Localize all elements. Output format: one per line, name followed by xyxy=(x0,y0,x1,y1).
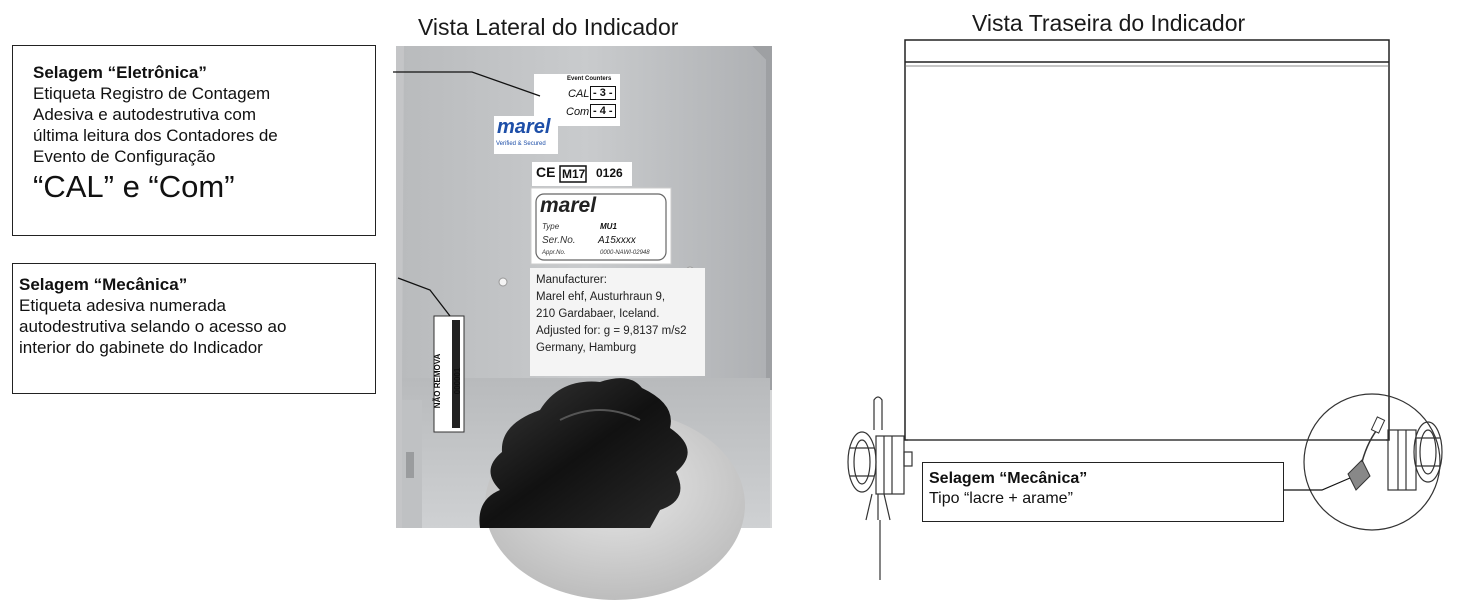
mechanical-seal-heading: Selagem “Mecânica” xyxy=(19,275,188,294)
plate-type-label: Type xyxy=(542,222,560,231)
manufacturer-line: Manufacturer: xyxy=(536,274,607,286)
electronic-seal-line: última leitura dos Contadores de xyxy=(33,126,278,145)
marel-logo: marel xyxy=(497,116,551,138)
rear-mechanical-seal-callout: Selagem “Mecânica” Tipo “lacre + arame” xyxy=(922,462,1284,522)
plate-appr-label: Appr.No. xyxy=(542,250,566,256)
cal-counter: - 3 - xyxy=(590,86,616,100)
manufacturer-plate: Manufacturer: Marel ehf, Austurhraun 9, … xyxy=(536,272,687,357)
event-counters-title: Event Counters xyxy=(567,76,612,82)
manufacturer-line: Adjusted for: g = 9,8137 m/s2 xyxy=(536,325,687,337)
rear-view-title: Vista Traseira do Indicador xyxy=(972,10,1246,36)
electronic-seal-line: Adesiva e autodestrutiva com xyxy=(33,105,257,124)
notified-body-number: 0126 xyxy=(596,166,623,180)
rear-seal-heading: Selagem “Mecânica” xyxy=(929,470,1088,487)
left-bracket xyxy=(847,396,913,580)
com-label: Com xyxy=(566,106,590,118)
manufacturer-line: Marel ehf, Austurhraun 9, xyxy=(536,291,666,303)
side-view-title: Vista Lateral do Indicador xyxy=(418,14,679,40)
verified-text: Verified & Secured xyxy=(496,141,546,147)
electronic-seal-counters: “CAL” e “Com” xyxy=(33,169,235,204)
rear-seal-text: Tipo “lacre + arame” xyxy=(929,490,1073,507)
verified-sticker xyxy=(494,116,558,154)
plate-type-value: MU1 xyxy=(600,222,617,231)
electronic-seal-line: Evento de Configuração xyxy=(33,147,216,166)
seal-lead xyxy=(1347,459,1371,491)
manufacturer-line: 210 Gardabaer, Iceland. xyxy=(536,308,660,320)
ce-mark: CE xyxy=(536,164,556,180)
mechanical-seal-line: interior do gabinete do Indicador xyxy=(19,338,263,357)
mechanical-seal-callout: Selagem “Mecânica” Etiqueta adesiva nume… xyxy=(12,263,376,394)
nameplate-logo: marel xyxy=(540,194,597,217)
electronic-seal-callout: Selagem “Eletrônica” Etiqueta Registro d… xyxy=(12,45,376,236)
plate-ser-value: A15xxxx xyxy=(598,235,636,246)
detail-circle xyxy=(1303,393,1441,531)
electronic-seal-line: Etiqueta Registro de Contagem xyxy=(33,84,271,103)
right-bracket xyxy=(1387,421,1443,491)
com-counter: - 4 - xyxy=(590,104,616,118)
mechanical-seal-line: Etiqueta adesiva numerada xyxy=(19,296,226,315)
metrology-mark: M17 xyxy=(562,167,586,181)
cal-label: CAL xyxy=(568,88,590,100)
plate-appr-value: 0000-NAWI-02948 xyxy=(600,250,650,256)
electronic-seal-heading: Selagem “Eletrônica” xyxy=(33,63,207,82)
plate-ser-label: Ser.No. xyxy=(542,235,576,246)
manufacturer-line: Germany, Hamburg xyxy=(536,342,637,354)
mechanical-seal-line: autodestrutiva selando o acesso ao xyxy=(19,317,287,336)
